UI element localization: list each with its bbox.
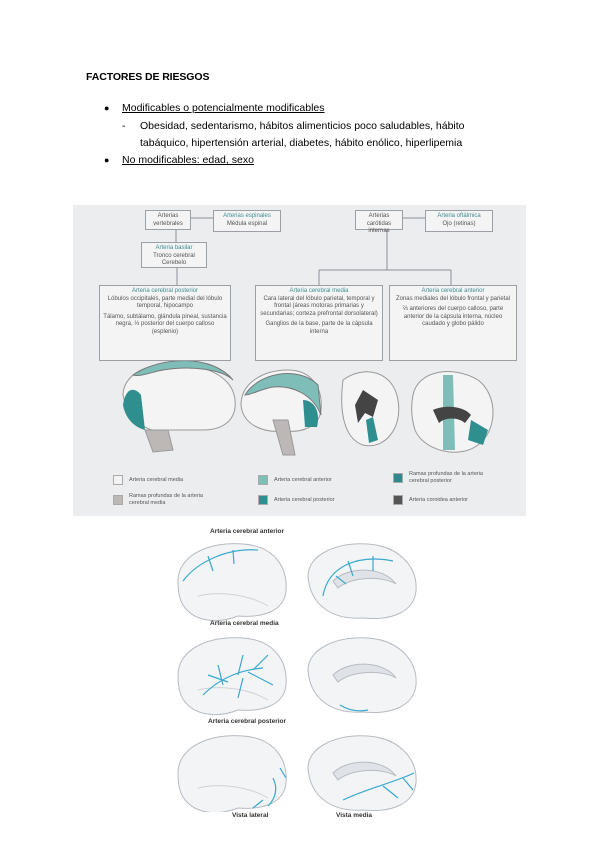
box-arteria-cerebral-anterior: Arteria cerebral anterior Zonas mediales… <box>389 285 517 361</box>
box-text: Médula espinal <box>226 220 268 227</box>
legend-item: Arteria coroidea anterior <box>393 495 468 505</box>
dash-icon: - <box>122 120 126 132</box>
legend-swatch <box>393 495 403 505</box>
sub-list-item: - Obesidad, sedentarismo, hábitos alimen… <box>122 118 500 152</box>
box-text: Lóbulos occipitales, parte medial del ló… <box>107 295 223 310</box>
legend-item: Arteria cerebral posterior <box>258 495 335 505</box>
non-modifiable-label: No modificables: edad, sexo <box>122 154 254 166</box>
legend-label: Arteria coroidea anterior <box>409 496 469 503</box>
arterial-territories-figure: Arterias vertebrales Arterias espinales … <box>73 205 526 516</box>
box-text: Zonas mediales del lóbulo frontal y pari… <box>395 295 511 302</box>
box-title: Arteria oftálmica <box>437 213 481 219</box>
box-text: Tronco cerebral <box>153 252 195 259</box>
box-text: Ganglios de la base, parte de la cápsula… <box>265 321 373 335</box>
label-aca: Arteria cerebral anterior <box>210 528 285 535</box>
box-text: Arterias carótidas internas <box>366 213 392 234</box>
legend-swatch <box>113 495 123 505</box>
box-text: Cerebelo <box>161 260 187 266</box>
legend-label: Ramas profundas de la arteria cerebral p… <box>409 471 483 484</box>
box-arteria-oftalmica: Arteria oftálmica Ojo (retinas) <box>425 210 493 232</box>
box-arteria-basilar: Arteria basilar Tronco cerebral Cerebelo <box>141 242 207 268</box>
brain-coronal-view <box>341 371 400 447</box>
box-text: Arterias vertebrales <box>153 213 183 227</box>
legend-swatch <box>258 475 268 485</box>
risk-factor-list: ● Modificables o potencialmente modifica… <box>104 100 500 169</box>
legend-swatch <box>113 475 123 485</box>
modifiable-label: Modificables o potencialmente modificabl… <box>122 102 325 114</box>
bullet-icon: ● <box>104 103 110 113</box>
list-item: ● No modificables: edad, sexo <box>104 152 500 169</box>
legend-item: Arteria cerebral media <box>113 475 183 485</box>
legend-item: Ramas profundas de la arteria cerebral m… <box>113 493 223 507</box>
box-text: ⅔ anteriores del cuerpo calloso, parte a… <box>402 306 504 327</box>
label-medial: Vista media <box>336 812 373 819</box>
box-text: Cara lateral del lóbulo parietal, tempor… <box>260 295 378 317</box>
legend-item: Ramas profundas de la arteria cerebral p… <box>393 471 503 485</box>
bullet-icon: ● <box>104 155 110 165</box>
box-arteria-cerebral-posterior: Arteria cerebral posterior Lóbulos occip… <box>99 285 231 361</box>
box-title: Arteria cerebral anterior <box>421 288 485 294</box>
legend-item: Arteria cerebral anterior <box>258 475 332 485</box>
list-item: ● Modificables o potencialmente modifica… <box>104 100 500 117</box>
legend-label: Ramas profundas de la arteria cerebral m… <box>129 493 203 506</box>
box-arterias-espinales: Arterias espinales Médula espinal <box>213 210 281 232</box>
connector-lines <box>122 217 494 456</box>
box-title: Arterias espinales <box>223 213 271 219</box>
box-text: Tálamo, subtálamo, glándula pineal, sust… <box>103 313 227 335</box>
label-lateral: Vista lateral <box>232 812 269 819</box>
brain-vessel-drawings <box>177 543 417 814</box>
box-title: Arteria cerebral posterior <box>131 288 199 294</box>
legend-label: Arteria cerebral anterior <box>274 476 332 483</box>
legend-label: Arteria cerebral posterior <box>274 496 335 503</box>
modifiable-items: Obesidad, sedentarismo, hábitos alimenti… <box>140 120 465 149</box>
label-acm: Arteria cerebral media <box>210 620 279 627</box>
brain-medial-view <box>240 369 322 456</box>
brain-axial-view <box>411 371 494 453</box>
box-title: Arteria cerebral media <box>289 288 349 294</box>
box-arterias-carotidas: Arterias carótidas internas <box>355 210 403 234</box>
brain-lateral-view <box>122 360 236 453</box>
box-text: Ojo (retinas) <box>442 220 476 227</box>
vascular-supply-figure: Arteria cerebral anterior Arteria cerebr… <box>168 522 430 822</box>
box-arterias-vertebrales: Arterias vertebrales <box>145 210 191 230</box>
box-title: Arteria basilar <box>155 245 193 251</box>
label-acp: Arteria cerebral posterior <box>208 718 287 725</box>
box-arteria-cerebral-media: Arteria cerebral media Cara lateral del … <box>255 285 383 361</box>
legend-swatch <box>258 495 268 505</box>
legend-swatch <box>393 473 403 483</box>
section-heading: FACTORES DE RIESGOS <box>86 71 210 83</box>
legend-label: Arteria cerebral media <box>129 476 184 483</box>
